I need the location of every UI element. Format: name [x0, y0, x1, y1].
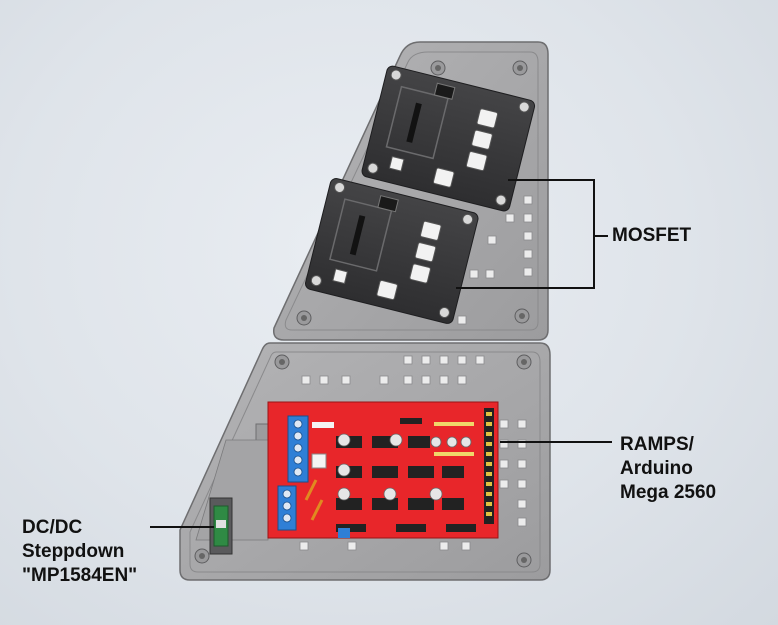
mosfet-label-line: MOSFET — [612, 225, 692, 246]
mosfet-board-icon — [304, 178, 479, 324]
ramps-label: RAMPS/ Arduino Mega 2560 — [620, 433, 716, 505]
vent-holes — [457, 195, 533, 325]
ramps-label-line: Mega 2560 — [620, 482, 717, 503]
dcdc-label-line: DC/DC — [22, 517, 83, 538]
ramps-board-icon — [267, 401, 499, 539]
dcdc-label-line: "MP1584EN" — [22, 565, 138, 586]
dcdc-label-line: Steppdown — [22, 541, 125, 562]
screw-boss — [194, 354, 532, 568]
mosfet-label: MOSFET — [612, 224, 691, 248]
vent-holes — [299, 355, 527, 551]
ramps-label-line: Arduino — [620, 458, 693, 479]
screw-boss — [296, 60, 530, 326]
leader-mosfet — [456, 179, 595, 289]
mosfet-board-icon — [361, 65, 536, 212]
dcdc-module-icon — [209, 497, 233, 555]
leader-lines — [150, 179, 612, 528]
dcdc-label: DC/DC Steppdown "MP1584EN" — [22, 516, 137, 588]
ramps-label-line: RAMPS/ — [620, 434, 694, 455]
